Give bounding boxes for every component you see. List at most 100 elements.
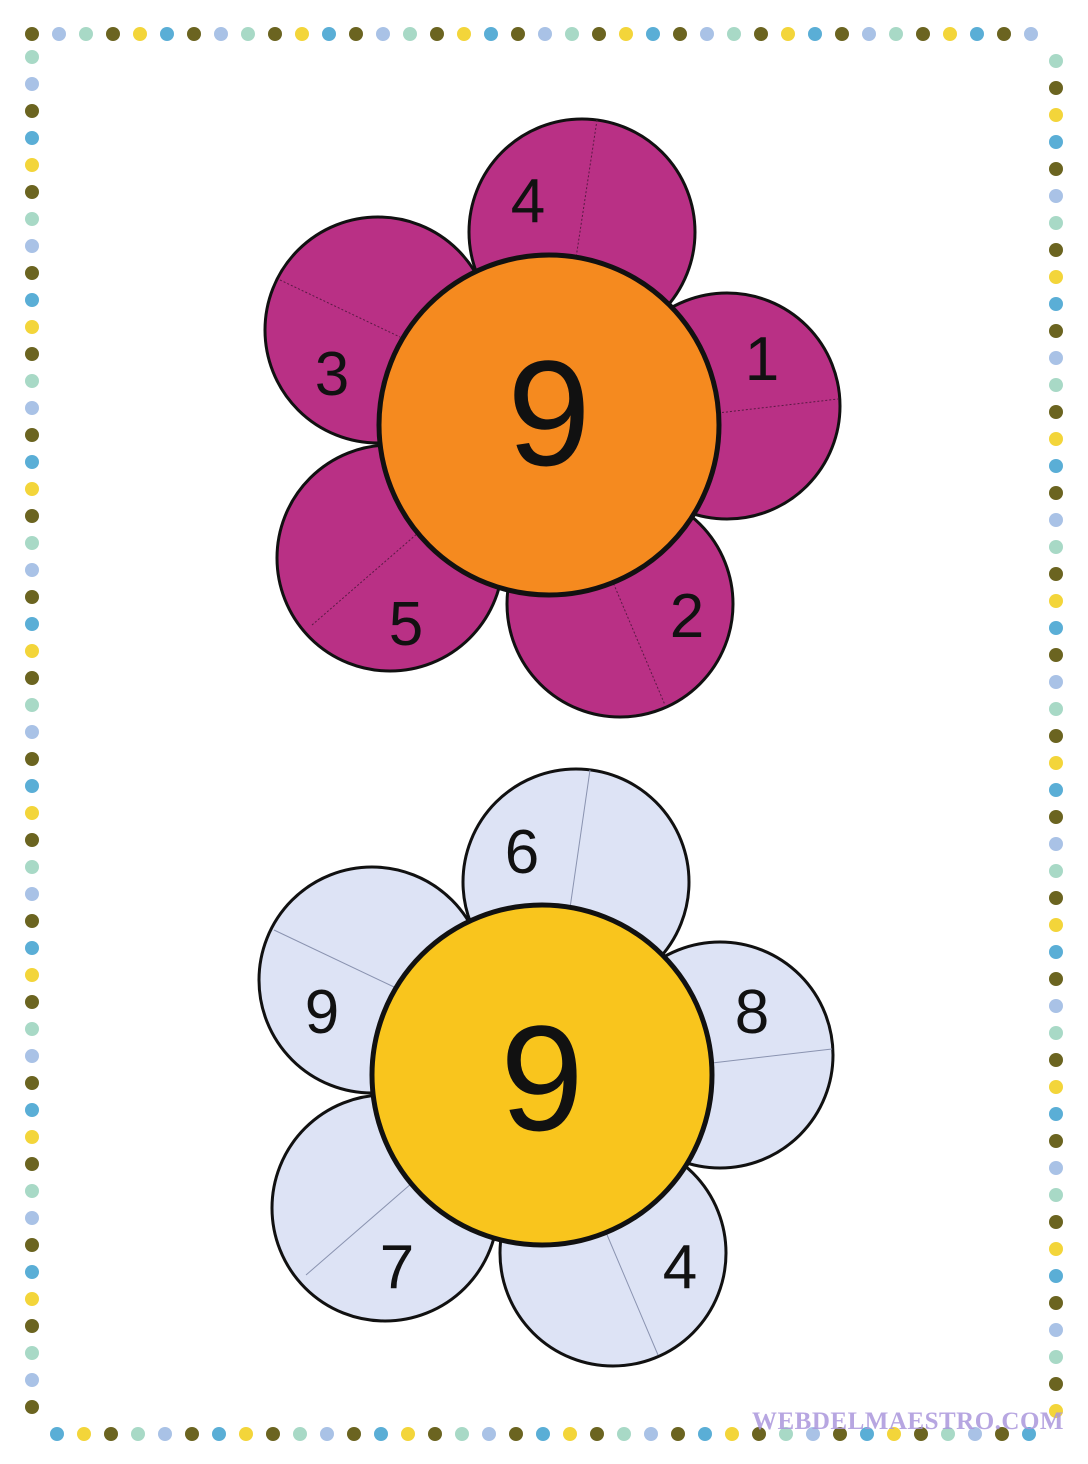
border-dot [1049, 189, 1063, 203]
border-dot [50, 1427, 64, 1441]
border-dot [131, 1427, 145, 1441]
border-dot [401, 1427, 415, 1441]
petal-number: 5 [389, 590, 423, 659]
border-dot [806, 1427, 820, 1441]
petal-number: 3 [315, 340, 349, 409]
border-dot [347, 1427, 361, 1441]
border-dot [25, 1103, 39, 1117]
border-dot [187, 27, 201, 41]
border-dot [25, 77, 39, 91]
border-dot [1049, 432, 1063, 446]
border-dot [185, 1427, 199, 1441]
border-dot [1049, 567, 1063, 581]
border-dot [1049, 162, 1063, 176]
border-dot [1049, 756, 1063, 770]
border-dot [1049, 1134, 1063, 1148]
border-dot [25, 1184, 39, 1198]
border-dot [1049, 702, 1063, 716]
border-dot [1049, 1350, 1063, 1364]
border-dot [1049, 972, 1063, 986]
border-dot [1049, 108, 1063, 122]
border-dot [212, 1427, 226, 1441]
border-dot [644, 1427, 658, 1441]
border-dot [25, 185, 39, 199]
border-dot [1049, 405, 1063, 419]
border-dot [25, 428, 39, 442]
border-dot [1049, 621, 1063, 635]
border-dot [25, 644, 39, 658]
center-number: 9 [500, 994, 583, 1162]
border-dot [428, 1427, 442, 1441]
border-dot [646, 27, 660, 41]
border-dot [295, 27, 309, 41]
border-dot [25, 590, 39, 604]
border-dot [1022, 1427, 1036, 1441]
border-dot [916, 27, 930, 41]
border-dot [455, 1427, 469, 1441]
flower-center [376, 252, 722, 598]
border-dot [25, 1400, 39, 1414]
border-dot [592, 27, 606, 41]
border-dot [1049, 270, 1063, 284]
border-dot [538, 27, 552, 41]
border-dot [1049, 1107, 1063, 1121]
border-dot [835, 27, 849, 41]
border-dot [25, 131, 39, 145]
border-dot [25, 1157, 39, 1171]
border-dot [25, 293, 39, 307]
border-dot [239, 1427, 253, 1441]
border-dot [1024, 27, 1038, 41]
border-dot [1049, 351, 1063, 365]
border-dot [1049, 81, 1063, 95]
border-dot [1049, 1215, 1063, 1229]
border-dot [1049, 945, 1063, 959]
flower-center [369, 902, 715, 1248]
petal-number: 8 [735, 978, 769, 1047]
border-dot [1049, 1296, 1063, 1310]
border-dot [25, 536, 39, 550]
border-dot [889, 27, 903, 41]
border-dot [1049, 1053, 1063, 1067]
border-dot [1049, 297, 1063, 311]
border-dot [25, 563, 39, 577]
border-dot [25, 239, 39, 253]
border-dot [590, 1427, 604, 1441]
border-dot [268, 27, 282, 41]
border-dot [25, 617, 39, 631]
border-dot [25, 725, 39, 739]
border-dot [1049, 1323, 1063, 1337]
border-dot [995, 1427, 1009, 1441]
petal-number: 2 [670, 582, 704, 651]
border-dot [25, 671, 39, 685]
border-dot [25, 401, 39, 415]
border-dot [1049, 891, 1063, 905]
border-dot [293, 1427, 307, 1441]
border-dot [860, 1427, 874, 1441]
border-dot [25, 1211, 39, 1225]
border-dot [1049, 1404, 1063, 1418]
border-dot [511, 27, 525, 41]
border-dot [914, 1427, 928, 1441]
border-dot [1049, 729, 1063, 743]
border-dot [52, 27, 66, 41]
border-dot [25, 1130, 39, 1144]
border-dot [25, 833, 39, 847]
border-dot [25, 347, 39, 361]
border-dot [725, 1427, 739, 1441]
border-dot [1049, 1269, 1063, 1283]
border-dot [1049, 783, 1063, 797]
border-dot [25, 698, 39, 712]
border-dot [160, 27, 174, 41]
border-dot [25, 374, 39, 388]
border-dot [25, 968, 39, 982]
border-dot [997, 27, 1011, 41]
border-dot [1049, 378, 1063, 392]
border-dot [25, 50, 39, 64]
border-dot [214, 27, 228, 41]
border-dot [1049, 459, 1063, 473]
watermark: WEBDELMAESTRO.COM [751, 1408, 1064, 1435]
border-dot [808, 27, 822, 41]
border-dot [941, 1427, 955, 1441]
